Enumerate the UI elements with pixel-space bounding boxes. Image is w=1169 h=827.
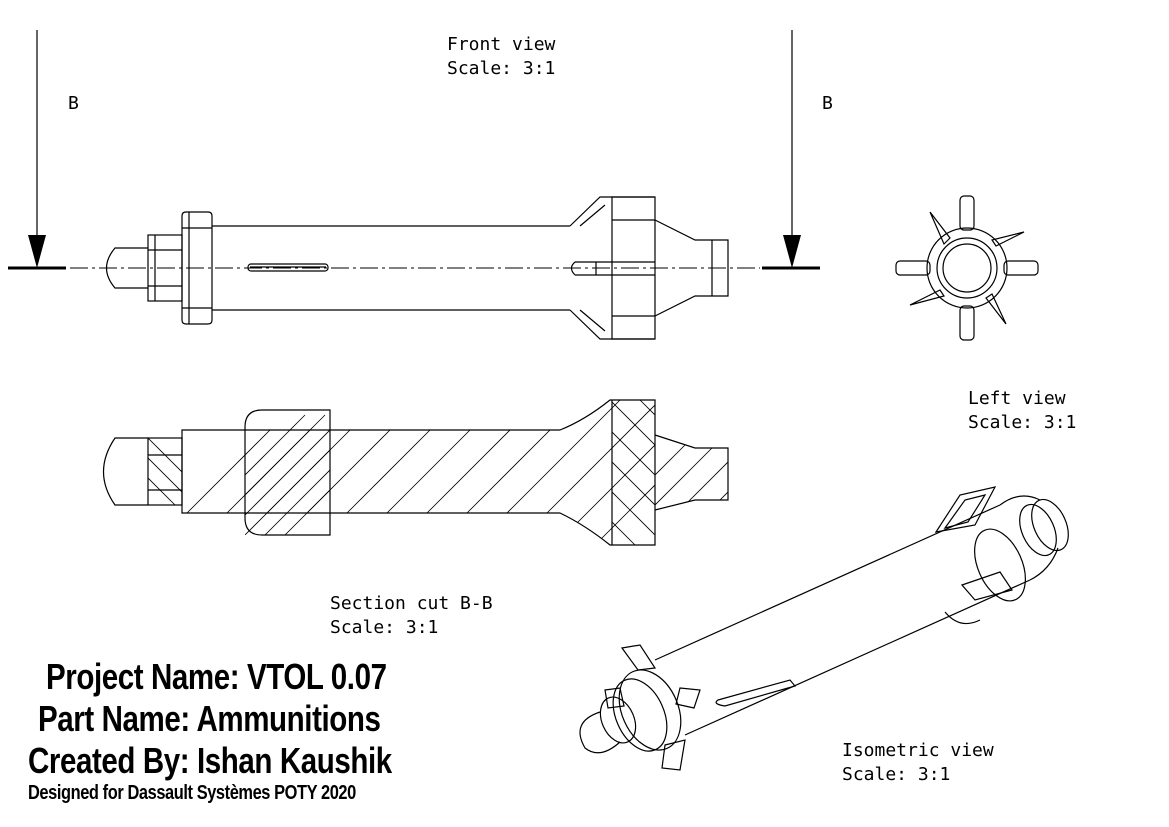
front-view-label: Front view bbox=[447, 34, 556, 55]
designed-for-note: Designed for Dassault Systèmes POTY 2020 bbox=[28, 782, 356, 804]
isometric-view bbox=[579, 486, 1069, 771]
author-name: Created By: Ishan Kaushik bbox=[28, 740, 392, 781]
left-view bbox=[895, 195, 1039, 341]
left-view-scale: Scale: 3:1 bbox=[968, 412, 1076, 433]
part-name: Part Name: Ammunitions bbox=[38, 698, 381, 739]
front-view-scale: Scale: 3:1 bbox=[447, 58, 555, 79]
section-view-scale: Scale: 3:1 bbox=[330, 617, 438, 638]
section-view bbox=[103, 399, 729, 546]
front-view bbox=[70, 196, 760, 340]
section-view-label: Section cut B-B bbox=[330, 593, 493, 614]
section-mark-right: B bbox=[822, 93, 833, 114]
section-line-right bbox=[762, 30, 820, 270]
section-mark-left: B bbox=[68, 93, 79, 114]
isometric-view-scale: Scale: 3:1 bbox=[842, 764, 950, 785]
left-view-label: Left view bbox=[968, 388, 1066, 409]
section-line-left bbox=[8, 30, 66, 270]
isometric-view-label: Isometric view bbox=[842, 740, 994, 761]
project-name: Project Name: VTOL 0.07 bbox=[46, 656, 387, 697]
